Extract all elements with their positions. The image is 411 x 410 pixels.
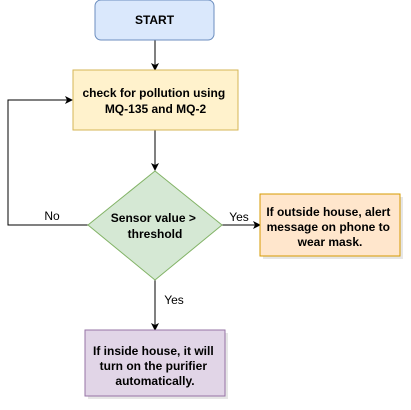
inside-house-node-label: If inside house, it will turn on the pur… xyxy=(93,344,217,388)
edge-label-no: No xyxy=(44,209,60,223)
check-pollution-node: check for pollution using MQ-135 and MQ-… xyxy=(72,69,239,131)
check-pollution-line-2: MQ-135 and MQ-2 xyxy=(105,102,207,116)
decision-node-label: Sensor value > threshold xyxy=(111,211,199,241)
outside-house-node-label: If outside house, alert message on phone… xyxy=(266,205,393,249)
decision-line-1: Sensor value > xyxy=(111,211,196,225)
inside-house-line-2: turn on the purifier xyxy=(100,359,208,373)
decision-node: Sensor value > threshold xyxy=(87,170,223,281)
outside-house-line-2: message on phone to xyxy=(267,220,390,234)
decision-line-2: threshold xyxy=(128,227,183,241)
decision-node-shape xyxy=(87,170,223,281)
edge-label-yes-down: Yes xyxy=(164,293,184,307)
inside-house-line-3: automatically. xyxy=(115,374,194,388)
check-pollution-line-1: check for pollution using xyxy=(82,86,225,100)
outside-house-line-3: wear mask. xyxy=(297,235,363,249)
check-pollution-node-label: check for pollution using MQ-135 and MQ-… xyxy=(82,86,228,116)
inside-house-line-1: If inside house, it will xyxy=(93,344,214,358)
outside-house-line-1: If outside house, alert xyxy=(266,205,390,219)
outside-house-node: If outside house, alert message on phone… xyxy=(259,193,403,259)
inside-house-node: If inside house, it will turn on the pur… xyxy=(84,329,228,399)
edge-label-yes-right: Yes xyxy=(229,210,249,224)
inside-house-node-shape xyxy=(84,329,226,397)
start-node-label: START xyxy=(135,13,175,27)
outside-house-node-shape xyxy=(259,193,401,257)
check-pollution-node-shape xyxy=(72,69,239,131)
start-node: START xyxy=(94,0,215,41)
start-node-shape xyxy=(94,0,215,41)
edges xyxy=(7,40,261,331)
edge-decision-no-loop xyxy=(7,96,88,226)
